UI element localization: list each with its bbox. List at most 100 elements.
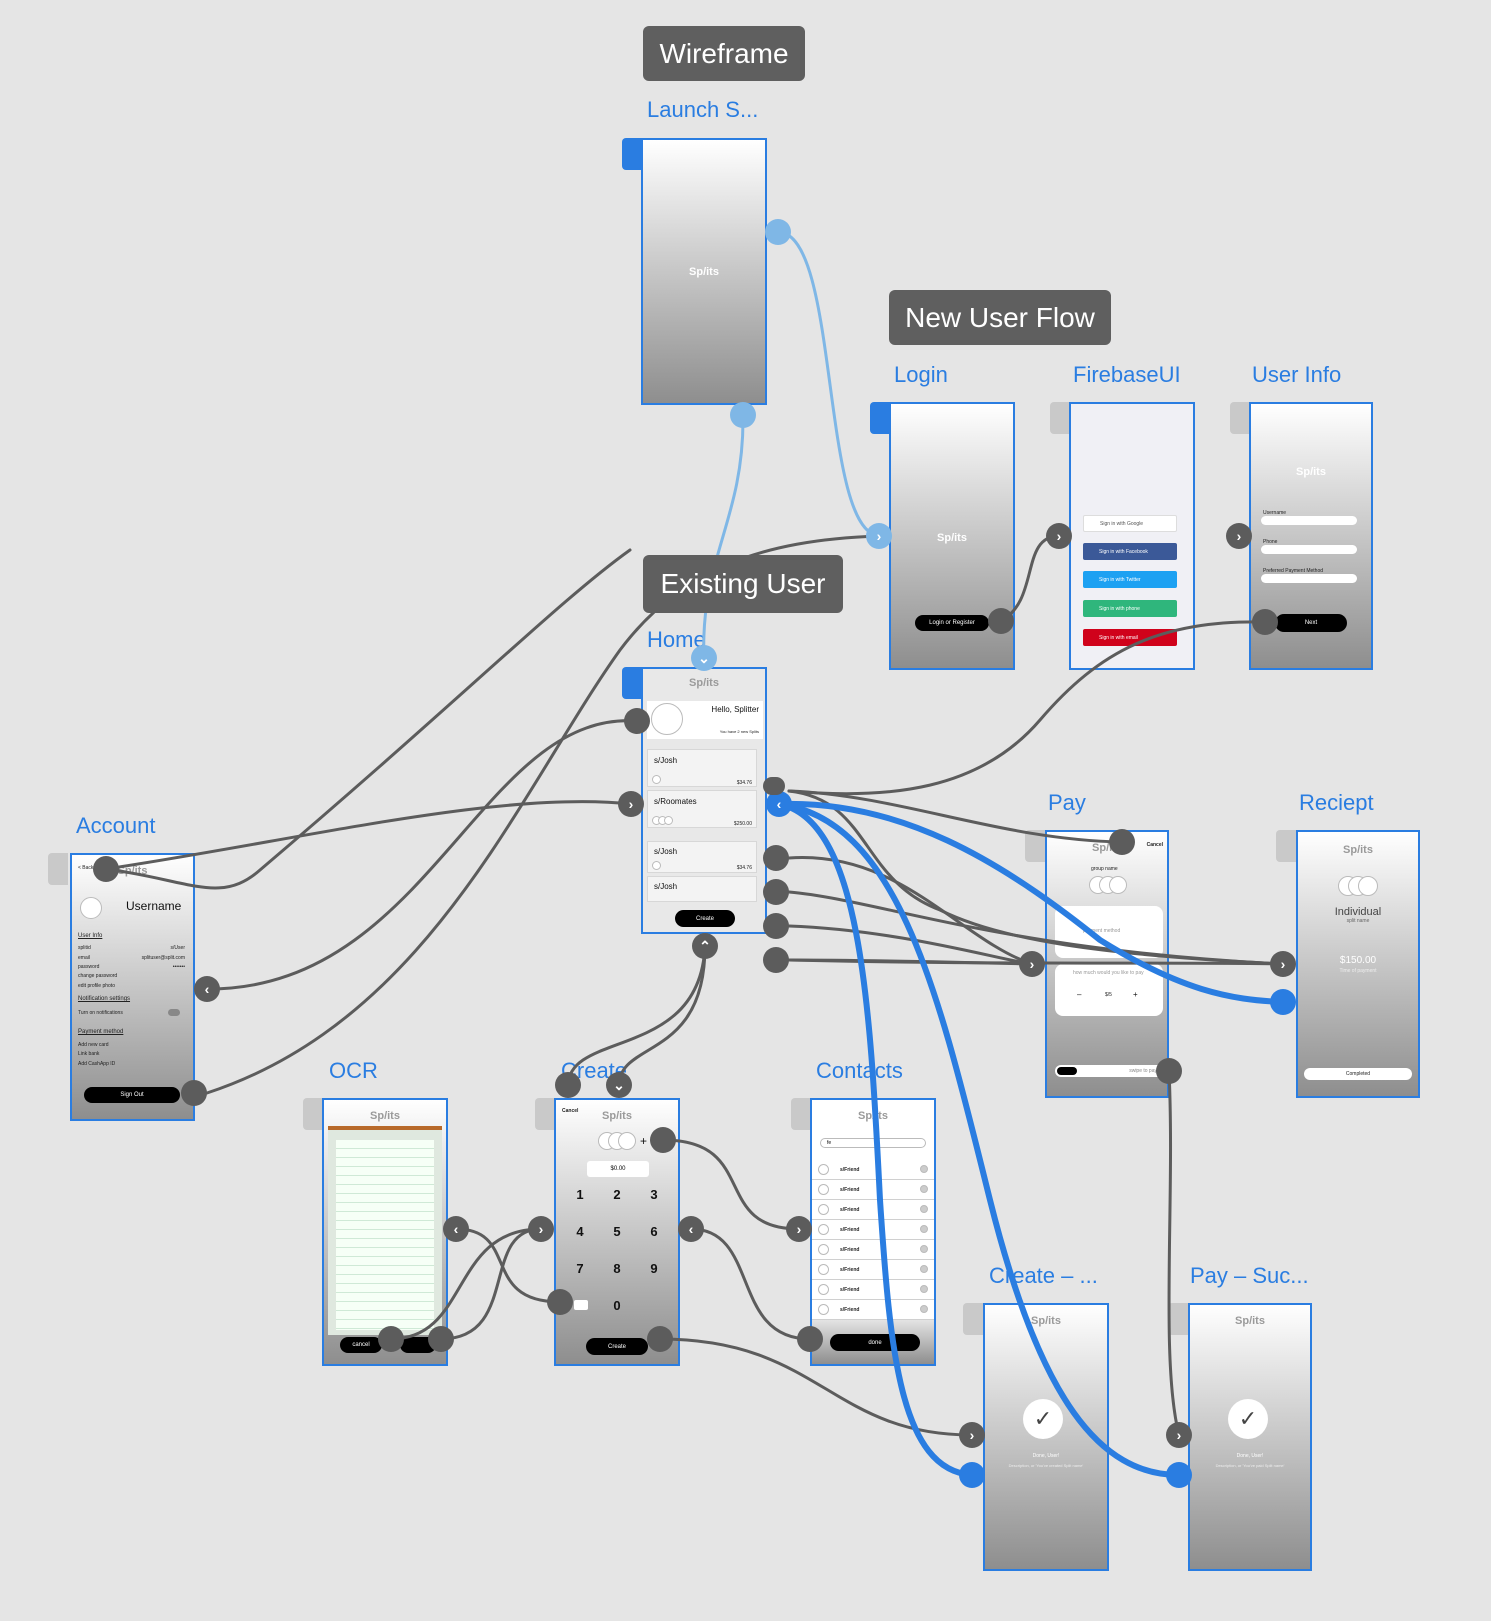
ocr-capture-port[interactable] <box>428 1326 454 1352</box>
swipe-to-pay-port[interactable] <box>1156 1058 1182 1084</box>
swipe-to-pay-slider[interactable]: swipe to pay <box>1055 1065 1163 1077</box>
segue-line[interactable] <box>787 958 1034 966</box>
segue-line[interactable] <box>787 789 1285 966</box>
select-radio[interactable] <box>920 1205 928 1213</box>
card-port[interactable] <box>763 777 785 795</box>
cancel-button[interactable]: cancel <box>340 1337 382 1353</box>
reciept-selected-port[interactable] <box>1270 989 1296 1015</box>
create-split-button[interactable]: Create <box>675 910 735 927</box>
cancel-button[interactable]: Cancel <box>1146 842 1163 848</box>
segue-line[interactable] <box>702 418 745 660</box>
back-button-port[interactable] <box>93 856 119 882</box>
initial-tab[interactable] <box>870 402 890 434</box>
twitter-signin-button[interactable]: Sign in with Twitter <box>1083 571 1177 588</box>
segue-line[interactable] <box>205 719 639 991</box>
change-password-link[interactable]: change password <box>78 973 118 979</box>
segue-line[interactable] <box>1167 1069 1181 1437</box>
select-radio[interactable] <box>920 1305 928 1313</box>
segue-line[interactable] <box>787 924 1034 966</box>
segue-line[interactable] <box>787 856 1034 966</box>
pay-success-entry-chevron-right-icon[interactable]: › <box>1166 1422 1192 1448</box>
key-8[interactable]: 8 <box>613 1261 621 1276</box>
create-button[interactable]: Create <box>586 1338 648 1355</box>
card-port[interactable] <box>763 913 789 939</box>
pay-scene[interactable]: Sp/its Cancel group name payment method … <box>1045 830 1169 1098</box>
home-entry-chevron-right-icon[interactable]: › <box>618 791 644 817</box>
scene-tab[interactable] <box>535 1098 555 1130</box>
add-cashapp-link[interactable]: Add CashApp ID <box>78 1061 116 1067</box>
done-button[interactable]: done <box>830 1334 920 1351</box>
card-port[interactable] <box>763 845 789 871</box>
decrement-button[interactable]: – <box>1077 990 1082 999</box>
reciept-entry-chevron-right-icon[interactable]: › <box>1270 951 1296 977</box>
segue-line[interactable] <box>104 548 632 890</box>
contact-row[interactable]: s/Friend <box>812 1260 934 1280</box>
scene-tab[interactable] <box>963 1303 983 1335</box>
done-button-port[interactable] <box>797 1326 823 1352</box>
create-button-port[interactable] <box>647 1326 673 1352</box>
amount-stepper[interactable]: how much would you like to pay – $/5 + <box>1055 964 1163 1016</box>
contact-row[interactable]: s/Friend <box>812 1160 934 1180</box>
select-radio[interactable] <box>920 1265 928 1273</box>
select-radio[interactable] <box>920 1285 928 1293</box>
scene-title-reciept[interactable]: Reciept <box>1299 790 1374 815</box>
amount-field[interactable]: $0.00 <box>587 1161 649 1177</box>
facebook-signin-button[interactable]: Sign in with Facebook <box>1083 543 1177 560</box>
segue-line[interactable] <box>661 1138 801 1231</box>
select-radio[interactable] <box>920 1245 928 1253</box>
contact-row[interactable]: s/Friend <box>812 1200 934 1220</box>
camera-port[interactable] <box>547 1289 573 1315</box>
ocr-scene[interactable]: Sp/its cancel <box>322 1098 448 1366</box>
split-card[interactable]: s/Josh $34.76 <box>647 841 757 873</box>
scene-tab[interactable] <box>1168 1303 1188 1335</box>
scene-tab[interactable] <box>1025 830 1045 862</box>
scene-tab[interactable] <box>1276 830 1296 862</box>
add-member-icon[interactable]: + <box>640 1134 648 1148</box>
scene-tab[interactable] <box>1050 402 1070 434</box>
contacts-entry-chevron-right-icon[interactable]: › <box>786 1216 812 1242</box>
segue-line[interactable] <box>689 1227 812 1341</box>
account-scene[interactable]: < Back Sp/its Username User Info splitid… <box>70 853 195 1121</box>
ocr-cancel-port[interactable] <box>378 1326 404 1352</box>
cancel-button[interactable]: Cancel <box>562 1108 579 1114</box>
card-port[interactable] <box>763 879 789 905</box>
segue-line[interactable] <box>439 1227 543 1341</box>
scene-title-user-info[interactable]: User Info <box>1252 362 1342 387</box>
create-chevron-up-icon[interactable]: ⌃ <box>692 933 718 959</box>
create-success-entry-chevron-right-icon[interactable]: › <box>959 1422 985 1448</box>
login-register-button[interactable]: Login or Register <box>915 615 989 631</box>
create-entry-chevron-down-icon[interactable]: ⌄ <box>606 1072 632 1098</box>
scene-tab[interactable] <box>1230 402 1250 434</box>
initial-tab[interactable] <box>622 667 642 699</box>
scene-title-pay-success[interactable]: Pay – Suc... <box>1190 1263 1309 1288</box>
scene-tab[interactable] <box>48 853 68 885</box>
entry-point-tab[interactable] <box>622 138 642 170</box>
split-card[interactable]: s/Josh $34.76 <box>647 749 757 787</box>
key-4[interactable]: 4 <box>576 1224 584 1239</box>
add-card-link[interactable]: Add new card <box>78 1042 109 1048</box>
firebase-entry-chevron-right-icon[interactable]: › <box>1046 523 1072 549</box>
contact-search-input[interactable]: fe <box>820 1138 926 1148</box>
phone-signin-button[interactable]: Sign in with phone <box>1083 600 1177 617</box>
card-port[interactable] <box>763 947 789 973</box>
email-signin-button[interactable]: Sign in with email <box>1083 629 1177 646</box>
scene-tab[interactable] <box>303 1098 323 1130</box>
scene-title-create-success[interactable]: Create – ... <box>989 1263 1098 1288</box>
scene-title-ocr[interactable]: OCR <box>329 1058 378 1083</box>
pay-cancel-port[interactable] <box>1109 829 1135 855</box>
create-entry-chevron-right-icon[interactable]: › <box>528 1216 554 1242</box>
camera-icon[interactable] <box>574 1300 588 1310</box>
scene-title-launch[interactable]: Launch S... <box>647 97 759 122</box>
segue-line[interactable] <box>617 944 707 1087</box>
select-radio[interactable] <box>920 1185 928 1193</box>
home-entry-chevron-down-icon[interactable]: ⌄ <box>691 645 717 671</box>
phone-field[interactable] <box>1261 545 1357 554</box>
account-entry-chevron-left-icon[interactable]: ‹ <box>194 976 220 1002</box>
create-chevron-left-icon[interactable]: ‹ <box>678 1216 704 1242</box>
next-button-port[interactable] <box>1252 609 1278 635</box>
scene-title-login[interactable]: Login <box>894 362 948 387</box>
scene-title-account[interactable]: Account <box>76 813 156 838</box>
payment-method-field[interactable] <box>1261 574 1357 583</box>
home-scene[interactable]: Sp/its Hello, Splitter You have 2 new Sp… <box>641 667 767 934</box>
